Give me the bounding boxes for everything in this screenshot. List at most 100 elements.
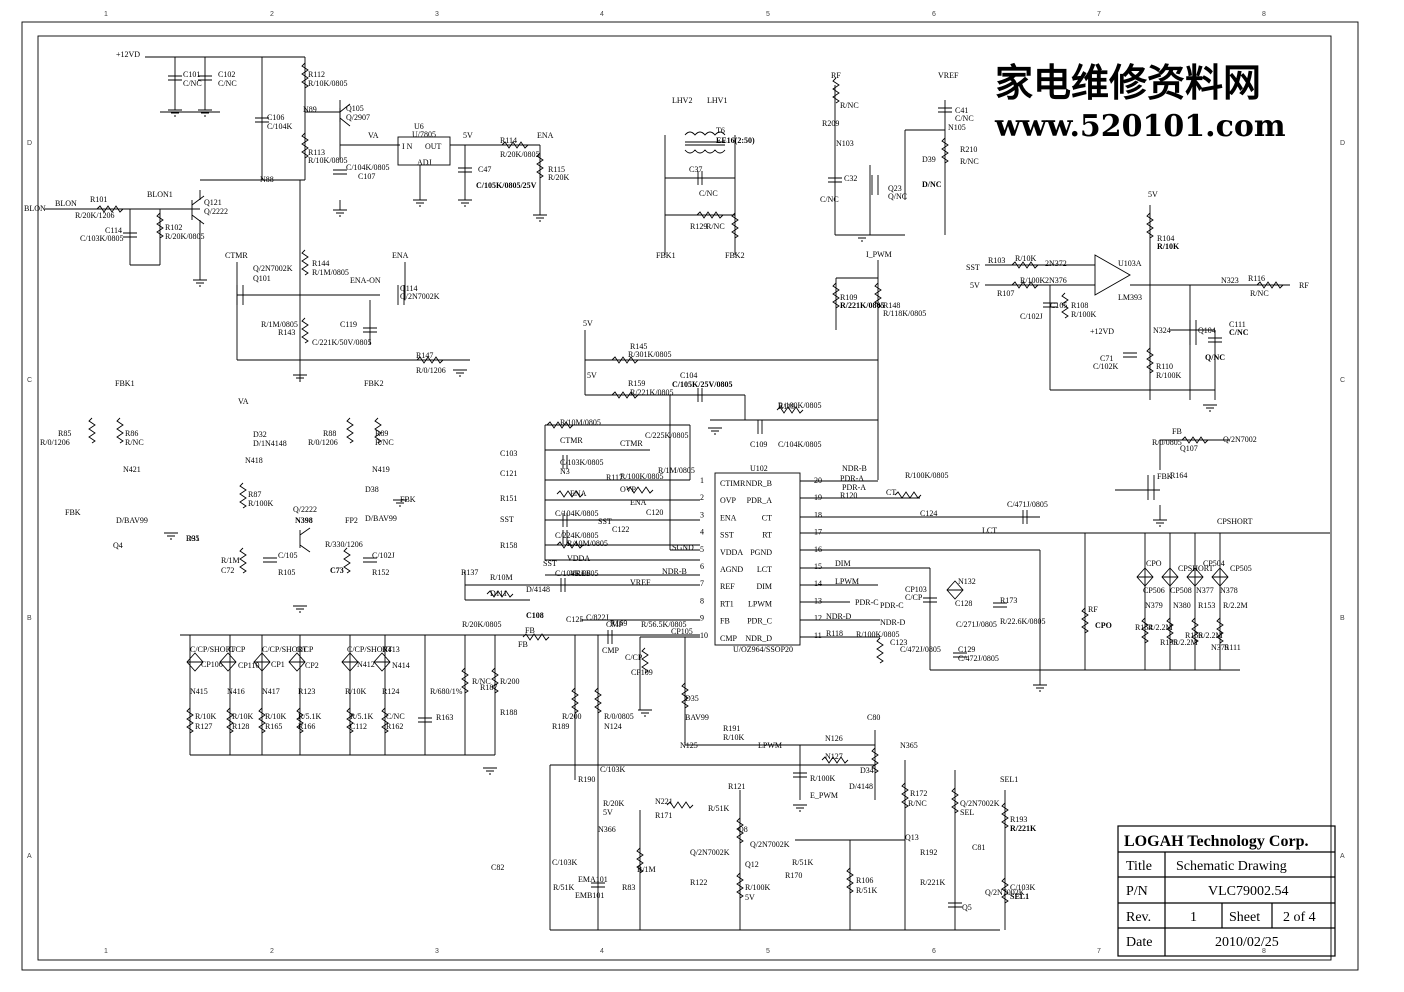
component-label: C/105K/25V/0805	[672, 380, 732, 389]
capacitor	[263, 557, 277, 563]
component-label: C/103K	[552, 858, 578, 867]
col-marker: 2	[270, 948, 274, 955]
resistor	[301, 62, 309, 89]
component-label: LPWM	[758, 741, 782, 750]
tb-sheet-value: 2 of 4	[1283, 910, 1316, 925]
component-label: C111	[1229, 320, 1246, 329]
resistor	[1216, 617, 1224, 644]
component-label: FBK2	[364, 379, 384, 388]
component-label: R/1M	[221, 556, 240, 565]
ground-symbol	[193, 279, 207, 287]
component-label: C72	[221, 566, 234, 575]
component-label: R/NC	[125, 438, 144, 447]
component-label: RF	[1299, 281, 1309, 290]
component-label: Q/2222	[293, 505, 317, 514]
ic-pin-name: PDR_C	[747, 617, 772, 626]
ic-pin-name: CMP	[720, 634, 737, 643]
component-label: R189	[552, 722, 569, 731]
component-label: C/NC	[218, 79, 237, 88]
component-label: R173	[1000, 596, 1017, 605]
wires	[45, 56, 1330, 931]
component-label: D39	[922, 155, 936, 164]
capacitor	[607, 630, 613, 644]
capacitor	[418, 717, 432, 723]
cp-diamond	[1211, 567, 1229, 587]
ic-pin-name: REF	[720, 582, 735, 591]
component-label: N412	[357, 660, 375, 669]
component-label: R/10K	[345, 687, 367, 696]
component-label: R/20K	[603, 799, 625, 808]
component-label: R/10K/0805	[308, 156, 348, 165]
resistor	[611, 356, 639, 364]
component-label: EE16(2:50)	[716, 136, 755, 145]
component-label: FB	[525, 626, 535, 635]
comparator-u103a	[1094, 254, 1131, 296]
tb-date-label: Date	[1126, 935, 1152, 950]
component-label: Q105	[346, 104, 364, 113]
component-label: D32	[253, 430, 267, 439]
component-label: R/NC	[375, 438, 394, 447]
component-label: R/1M/0805	[261, 320, 298, 329]
capacitor	[363, 327, 377, 333]
transistor-symbols	[191, 103, 1197, 553]
component-label: R190	[578, 775, 595, 784]
component-label: Q114	[400, 284, 417, 293]
ic-pin-name: OVP	[720, 496, 737, 505]
component-label: CP109	[631, 668, 653, 677]
component-label: R83	[622, 883, 635, 892]
capacitor	[562, 530, 568, 544]
col-marker: 1	[104, 11, 108, 18]
ic-pin-number: 9	[700, 614, 704, 623]
watermark-url: www.520101.com	[994, 109, 1286, 144]
ic-pin-name: RT1	[720, 599, 734, 608]
component-label: FP2	[345, 516, 358, 525]
component-label: R193	[1010, 815, 1027, 824]
component-label: R153	[1198, 601, 1215, 610]
component-label: R/10M	[490, 573, 513, 582]
component-label: C/471J/0805	[1007, 500, 1048, 509]
component-label: N323	[1221, 276, 1239, 285]
resistor	[1081, 607, 1089, 634]
component-label: R/330/1206	[325, 540, 363, 549]
component-label: C112	[350, 722, 367, 731]
component-label: SEL	[960, 808, 974, 817]
row-marker: A	[1340, 853, 1345, 860]
component-label: BAV99	[685, 713, 709, 722]
component-label: FBK1	[656, 251, 676, 260]
component-label: N366	[598, 825, 616, 834]
component-label: VREF	[630, 578, 651, 587]
component-label: U103A	[1118, 259, 1142, 268]
ground-symbol	[1153, 519, 1167, 527]
cp-diamond	[373, 652, 391, 672]
component-label: C47	[478, 165, 491, 174]
resistor	[641, 647, 649, 674]
component-label: NDR-D	[826, 612, 852, 621]
component-label: C107	[358, 172, 375, 181]
component-label: R/51K	[792, 858, 814, 867]
component-label: R156	[1185, 631, 1202, 640]
component-label: SST	[500, 515, 514, 524]
row-marker: A	[27, 853, 32, 860]
ground-symbol	[1033, 684, 1047, 692]
component-label: Q/NC	[1205, 353, 1225, 362]
component-label: CP2	[305, 661, 319, 670]
title-block: LOGAH Technology Corp. Title Schematic D…	[1117, 825, 1336, 957]
ic-pin-number: 8	[700, 596, 704, 605]
component-label: FBK	[400, 495, 416, 504]
resistor	[491, 667, 499, 694]
resistor	[901, 782, 909, 809]
resistor	[876, 637, 884, 664]
u6-out: OUT	[425, 142, 442, 151]
component-label: Q104	[1198, 326, 1216, 335]
component-label: R158	[500, 541, 517, 550]
resistor	[88, 417, 96, 444]
ic-pin-name: CTIMR	[720, 479, 746, 488]
ic-u102-part: U/OZ964/SSOP20	[733, 645, 793, 654]
tb-company: LOGAH Technology Corp.	[1124, 833, 1308, 850]
component-label: R119	[778, 402, 795, 411]
component-label: Q/2N7002K	[253, 264, 293, 273]
component-label: LHV2	[672, 96, 692, 105]
component-label: C/472J/0805	[958, 654, 999, 663]
ic-pin-number: 10	[700, 631, 708, 640]
component-label: R/NC	[706, 222, 725, 231]
